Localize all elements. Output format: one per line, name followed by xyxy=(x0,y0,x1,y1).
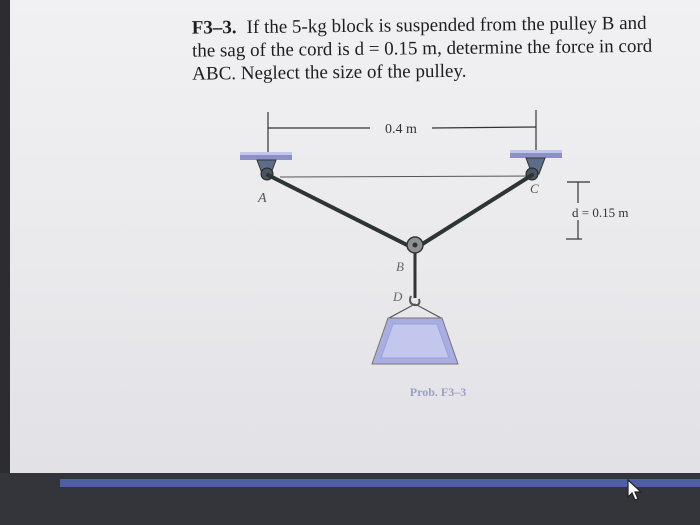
dimension-line-right xyxy=(431,126,537,129)
arrow-cursor-icon xyxy=(626,478,644,507)
label-a: A xyxy=(257,191,267,206)
label-c: C xyxy=(530,181,539,196)
label-d: D xyxy=(392,289,403,304)
block xyxy=(371,317,459,365)
cord-ab xyxy=(266,173,415,250)
label-b: B xyxy=(396,259,404,274)
support-a xyxy=(240,152,292,181)
pulley-figure: 0.4 m d = 0.15 m A C B D Pr xyxy=(240,122,628,399)
support-c xyxy=(510,150,562,181)
cord-bc xyxy=(414,173,534,250)
figure-caption: Prob. F3–3 xyxy=(410,385,466,399)
block-cable-left xyxy=(388,303,416,319)
horizontal-reference-line xyxy=(279,175,533,178)
taskbar-accent-bar xyxy=(60,479,700,487)
textbook-page xyxy=(10,0,700,473)
block-cable-right xyxy=(414,303,442,319)
sag-label: d = 0.15 m xyxy=(572,205,628,220)
pulley-b xyxy=(406,236,424,254)
span-label: 0.4 m xyxy=(385,122,417,137)
